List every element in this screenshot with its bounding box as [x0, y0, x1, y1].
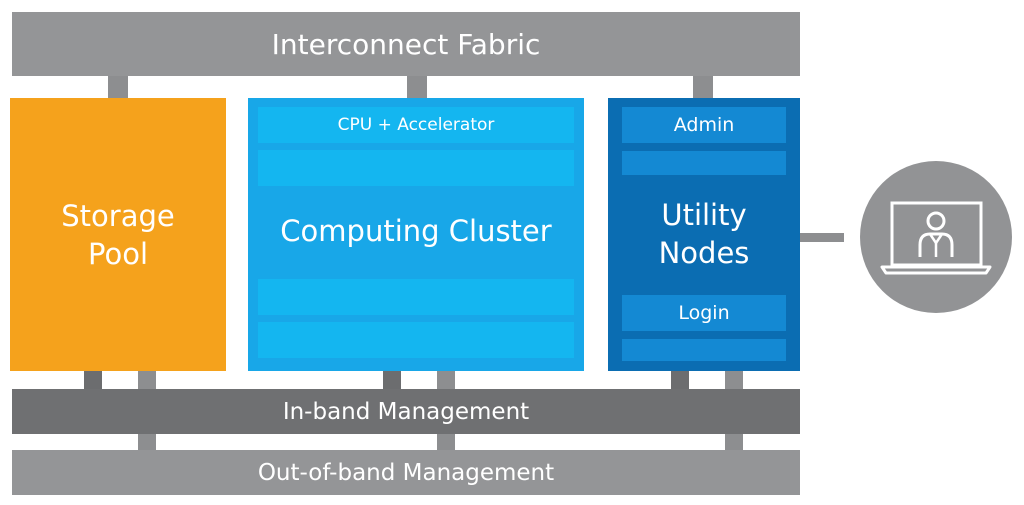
computing-cluster-box: CPU + Accelerator Computing Cluster — [248, 98, 584, 371]
utility-nodes-label-line1: Utility — [661, 198, 747, 232]
interconnect-fabric-label: Interconnect Fabric — [271, 27, 541, 61]
fabric-connector-utility — [693, 76, 713, 98]
utility-row-node — [622, 151, 786, 175]
inband-connector-compute-a — [383, 371, 401, 389]
utility-nodes-label-line2: Nodes — [658, 236, 750, 270]
storage-pool-label-line2: Pool — [88, 236, 148, 271]
utility-row-login: Login — [622, 295, 786, 331]
fabric-connector-compute — [407, 76, 427, 98]
fabric-connector-storage — [108, 76, 128, 98]
utility-nodes-title: Utility Nodes — [608, 194, 800, 274]
utility-row-login-label: Login — [678, 302, 730, 324]
compute-row-node — [258, 150, 574, 186]
inband-management-bar: In-band Management — [12, 389, 800, 434]
inband-connector-storage-b — [138, 371, 156, 389]
interconnect-fabric-bar: Interconnect Fabric — [12, 12, 800, 76]
inband-management-label: In-band Management — [282, 398, 530, 425]
utility-row-admin-label: Admin — [673, 114, 735, 136]
outband-connector-storage — [138, 434, 156, 450]
storage-pool-label-line1: Storage — [61, 198, 175, 233]
utility-nodes-box: Admin Utility Nodes Login — [608, 98, 800, 371]
compute-row-node — [258, 322, 574, 358]
outband-management-label: Out-of-band Management — [257, 459, 555, 486]
utility-row-admin: Admin — [622, 107, 786, 143]
inband-connector-compute-b — [437, 371, 455, 389]
storage-pool-box: Storage Pool — [10, 98, 226, 371]
compute-row-cpu-accelerator: CPU + Accelerator — [258, 107, 574, 143]
compute-row-node — [258, 279, 574, 315]
utility-user-connector — [800, 233, 844, 242]
utility-row-node — [622, 339, 786, 361]
user-laptop-icon — [860, 161, 1012, 313]
outband-connector-compute — [437, 434, 455, 450]
compute-row-cpu-accelerator-label: CPU + Accelerator — [337, 115, 495, 135]
inband-connector-utility-b — [725, 371, 743, 389]
computing-cluster-title: Computing Cluster — [280, 214, 552, 248]
outband-management-bar: Out-of-band Management — [12, 450, 800, 495]
outband-connector-utility — [725, 434, 743, 450]
inband-connector-storage-a — [84, 371, 102, 389]
inband-connector-utility-a — [671, 371, 689, 389]
